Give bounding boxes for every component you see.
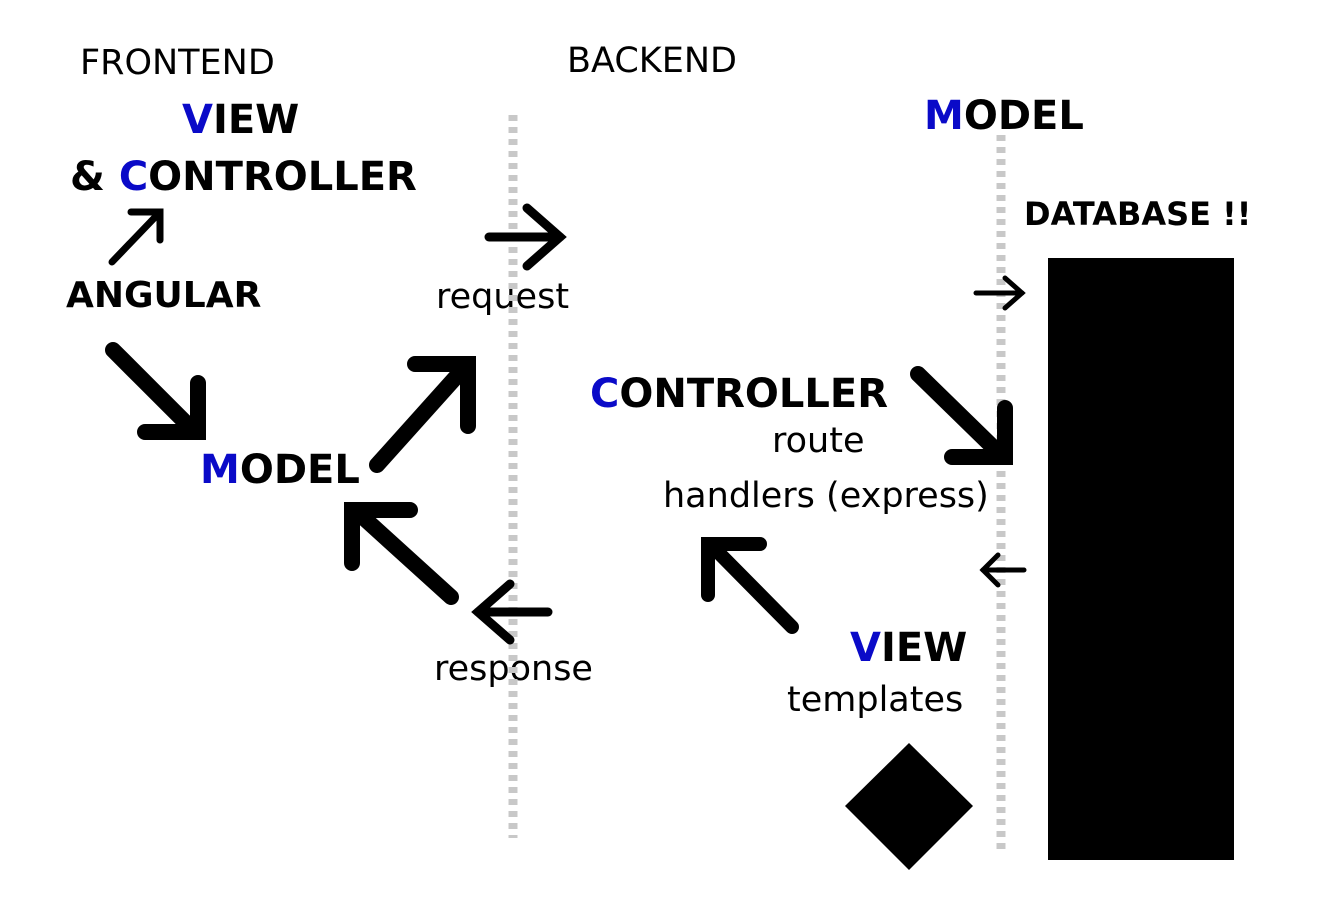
- backend-model-label: MODEL: [924, 93, 1084, 139]
- angular-label: ANGULAR: [66, 275, 262, 316]
- backend-controller-label: CONTROLLER: [590, 371, 889, 417]
- arrow-icon: [484, 203, 567, 271]
- request-label: request: [436, 277, 570, 317]
- database-block: [1048, 258, 1234, 860]
- arrow-icon: [973, 275, 1026, 311]
- view-desc-label: templates: [787, 680, 964, 720]
- frontend-view-label: VIEW: [182, 97, 300, 143]
- frontend-heading: FRONTEND: [80, 43, 275, 83]
- backend-heading: BACKEND: [567, 41, 737, 81]
- arrow-icon: [344, 502, 459, 605]
- frontend-controller-label: & CONTROLLER: [70, 154, 417, 200]
- arrow-icon: [701, 537, 799, 634]
- database-label: DATABASE !!: [1024, 195, 1252, 233]
- arrow-icon: [369, 356, 476, 473]
- frontend-model-label: MODEL: [200, 447, 360, 493]
- diamond-icon: [845, 743, 973, 870]
- backend-view-label: VIEW: [850, 625, 968, 671]
- controller-desc-line1: route: [772, 421, 865, 461]
- arrow-icon: [471, 579, 553, 645]
- arrow-icon: [910, 366, 1013, 465]
- arrow-icon: [108, 208, 164, 266]
- arrow-icon: [105, 342, 206, 440]
- arrow-icon: [979, 552, 1027, 588]
- controller-desc-line2: handlers (express): [663, 476, 989, 516]
